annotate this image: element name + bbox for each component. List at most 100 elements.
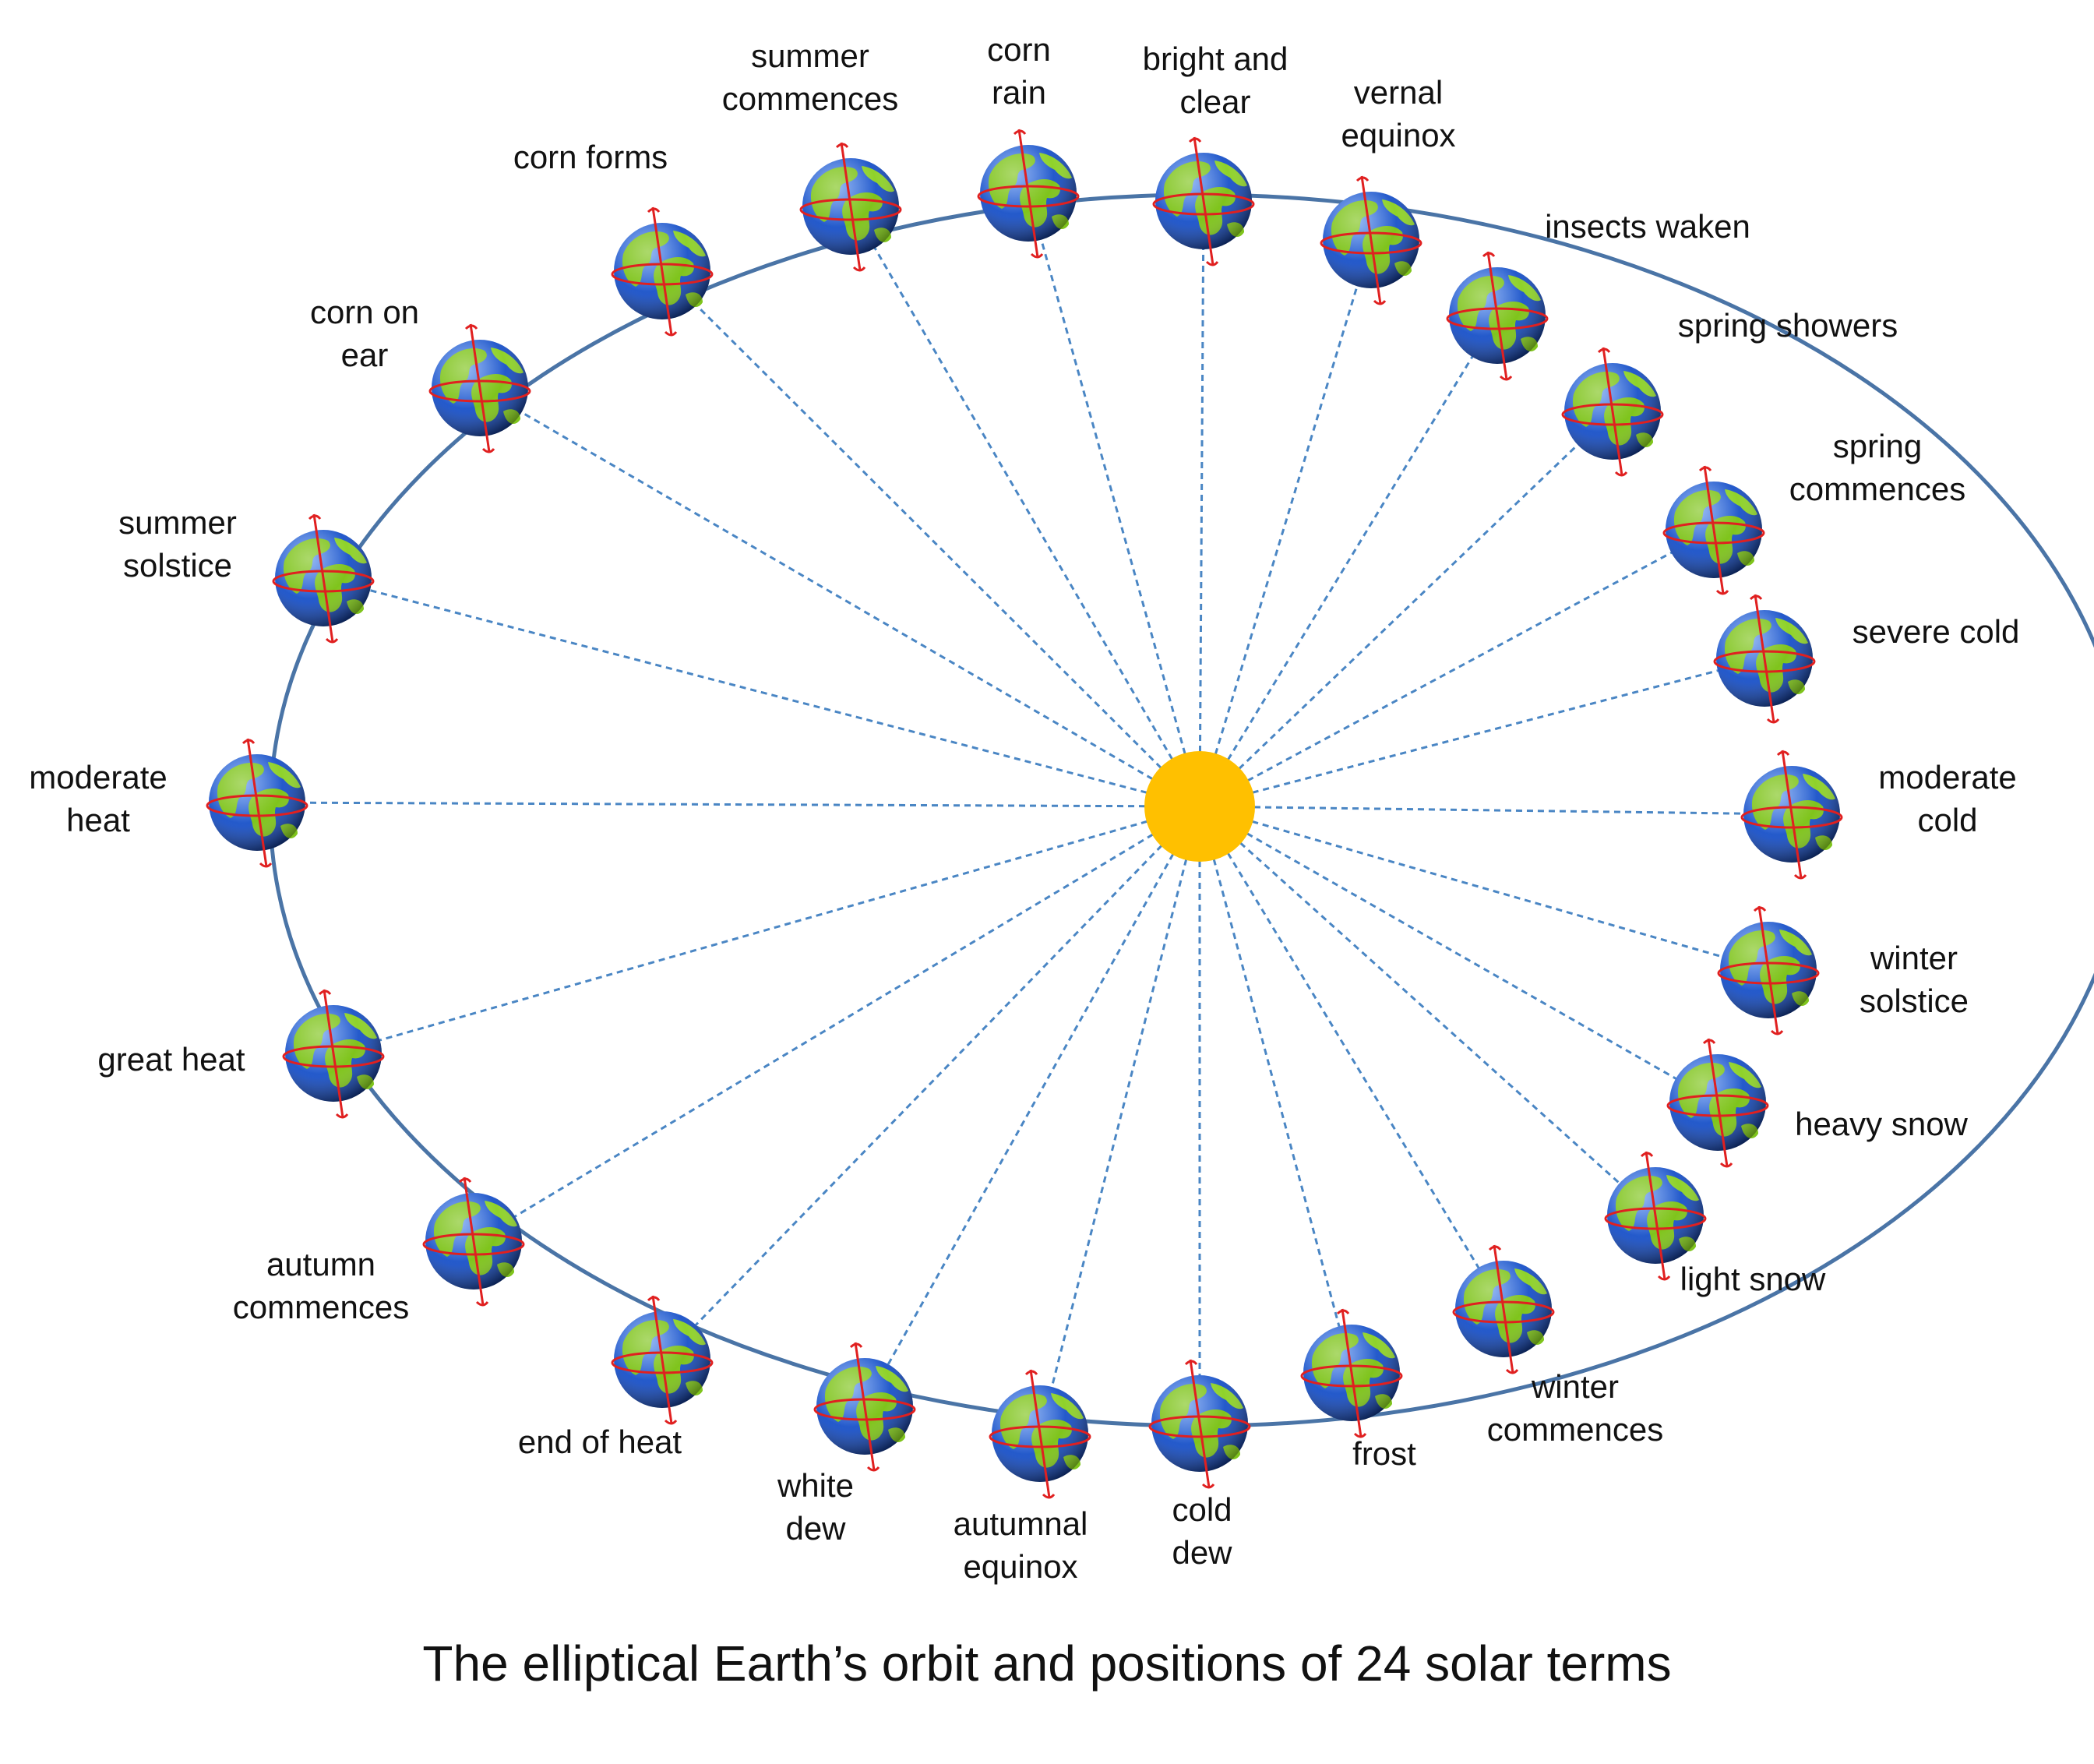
earth-globe-icon-corn-forms (611, 206, 714, 337)
ray-severe-cold (1199, 657, 1765, 808)
term-label-line: winter (1870, 940, 1958, 976)
term-label-frost: frost (1352, 1435, 1416, 1472)
earth-globe-icon-cold-dew (1148, 1358, 1251, 1489)
earth-globe-icon-spring-showers (1561, 346, 1664, 477)
earth-globe-icon-severe-cold (1713, 593, 1816, 724)
earth-globe-icon-winter-solstice (1717, 905, 1820, 1035)
ray-winter-solstice (1199, 805, 1769, 972)
ray-corn-forms (661, 270, 1201, 808)
term-label-line: commences (1487, 1411, 1663, 1448)
ray-end-of-heat (661, 805, 1201, 1361)
term-label-light-snow: light snow (1680, 1261, 1826, 1297)
term-label-line: severe cold (1853, 613, 2020, 650)
term-label-autumnal-equinox: autumnal equinox (954, 1505, 1088, 1585)
term-label-line: commences (1789, 471, 1965, 507)
term-label-summer-commences: summer commences (722, 37, 898, 117)
term-label-bright-and-clear: bright and clear (1143, 41, 1288, 120)
ray-moderate-cold (1199, 805, 1793, 816)
term-label-line: cold (1917, 802, 1977, 838)
ray-spring-showers (1198, 410, 1614, 808)
term-label-line: white (777, 1467, 854, 1504)
term-label-line: insects waken (1545, 208, 1750, 245)
term-label-line: clear (1179, 83, 1250, 120)
term-label-white-dew: white dew (777, 1467, 854, 1547)
term-label-line: bright and (1143, 41, 1288, 77)
ray-moderate-heat (256, 801, 1200, 808)
ray-autumnal-equinox (1038, 806, 1201, 1434)
earth-globe-icon-end-of-heat (611, 1294, 714, 1425)
ray-vernal-equinox (1198, 239, 1373, 807)
term-label-line: spring (1833, 428, 1922, 464)
term-label-severe-cold: severe cold (1853, 613, 2020, 650)
earth-globe-icon-vernal-equinox (1320, 175, 1422, 305)
term-label-line: equinox (963, 1548, 1077, 1585)
ray-summer-solstice (323, 577, 1200, 808)
term-label-insects-waken: insects waken (1545, 208, 1750, 245)
ray-light-snow (1198, 805, 1657, 1217)
ray-layer (256, 192, 1793, 1434)
term-label-corn-on-ear: corn on ear (310, 294, 419, 373)
ray-winter-commences (1198, 806, 1505, 1310)
earth-globe-icon-heavy-snow (1666, 1037, 1769, 1168)
ray-great-heat (333, 805, 1200, 1055)
earth-globe-icon-bright-and-clear (1152, 136, 1255, 266)
term-label-line: solstice (1860, 983, 1969, 1019)
term-label-line: great heat (97, 1041, 245, 1078)
diagram-caption: The elliptical Earth’s orbit and positio… (422, 1635, 1672, 1692)
earth-globe-icon-spring-commences (1662, 464, 1765, 595)
ray-bright-and-clear (1198, 200, 1205, 807)
earth-layer (206, 128, 1843, 1499)
term-label-line: solstice (123, 547, 232, 584)
ray-corn-on-ear (479, 386, 1200, 808)
earth-globe-icon-autumn-commences (422, 1176, 525, 1307)
term-label-line: summer (751, 37, 869, 74)
term-label-line: ear (341, 337, 389, 373)
term-label-autumn-commences: autumn commences (233, 1246, 409, 1325)
term-label-winter-solstice: winter solstice (1860, 940, 1969, 1019)
term-label-line: winter (1531, 1368, 1619, 1405)
term-label-line: spring showers (1678, 307, 1898, 344)
term-label-line: equinox (1341, 117, 1455, 153)
earth-globe-icon-insects-waken (1446, 250, 1549, 381)
ray-frost (1198, 806, 1353, 1374)
ray-corn-rain (1027, 192, 1201, 807)
earth-globe-icon-winter-commences (1452, 1244, 1555, 1374)
term-label-line: autumn (266, 1246, 375, 1282)
term-label-line: cold (1172, 1491, 1232, 1528)
term-label-line: end of heat (518, 1424, 682, 1460)
ray-summer-commences (849, 206, 1201, 807)
ray-heavy-snow (1199, 805, 1719, 1104)
term-label-line: light snow (1680, 1261, 1826, 1297)
term-label-winter-commences: winter commences (1487, 1368, 1663, 1448)
term-label-line: dew (785, 1510, 846, 1547)
earth-globe-icon-autumnal-equinox (989, 1368, 1091, 1499)
earth-globe-icon-frost (1300, 1307, 1403, 1438)
earth-globe-icon-moderate-cold (1740, 749, 1843, 880)
term-label-end-of-heat: end of heat (518, 1424, 682, 1460)
term-label-line: corn on (310, 294, 419, 330)
term-label-line: commences (722, 80, 898, 117)
term-label-heavy-snow: heavy snow (1795, 1106, 1968, 1142)
term-label-line: heavy snow (1795, 1106, 1968, 1142)
term-label-spring-showers: spring showers (1678, 307, 1898, 344)
term-label-line: corn (987, 31, 1051, 68)
ray-autumn-commences (473, 805, 1200, 1243)
earth-globe-icon-white-dew (813, 1341, 916, 1472)
ray-spring-commences (1199, 528, 1715, 808)
earth-globe-icon-moderate-heat (206, 737, 308, 868)
term-label-line: autumnal (954, 1505, 1088, 1542)
earth-globe-icon-corn-rain (977, 128, 1080, 259)
term-label-spring-commences: spring commences (1789, 428, 1965, 507)
term-label-line: moderate (29, 759, 167, 796)
term-label-corn-forms: corn forms (513, 139, 668, 175)
term-label-line: commences (233, 1289, 409, 1325)
sun-icon (1144, 751, 1255, 862)
